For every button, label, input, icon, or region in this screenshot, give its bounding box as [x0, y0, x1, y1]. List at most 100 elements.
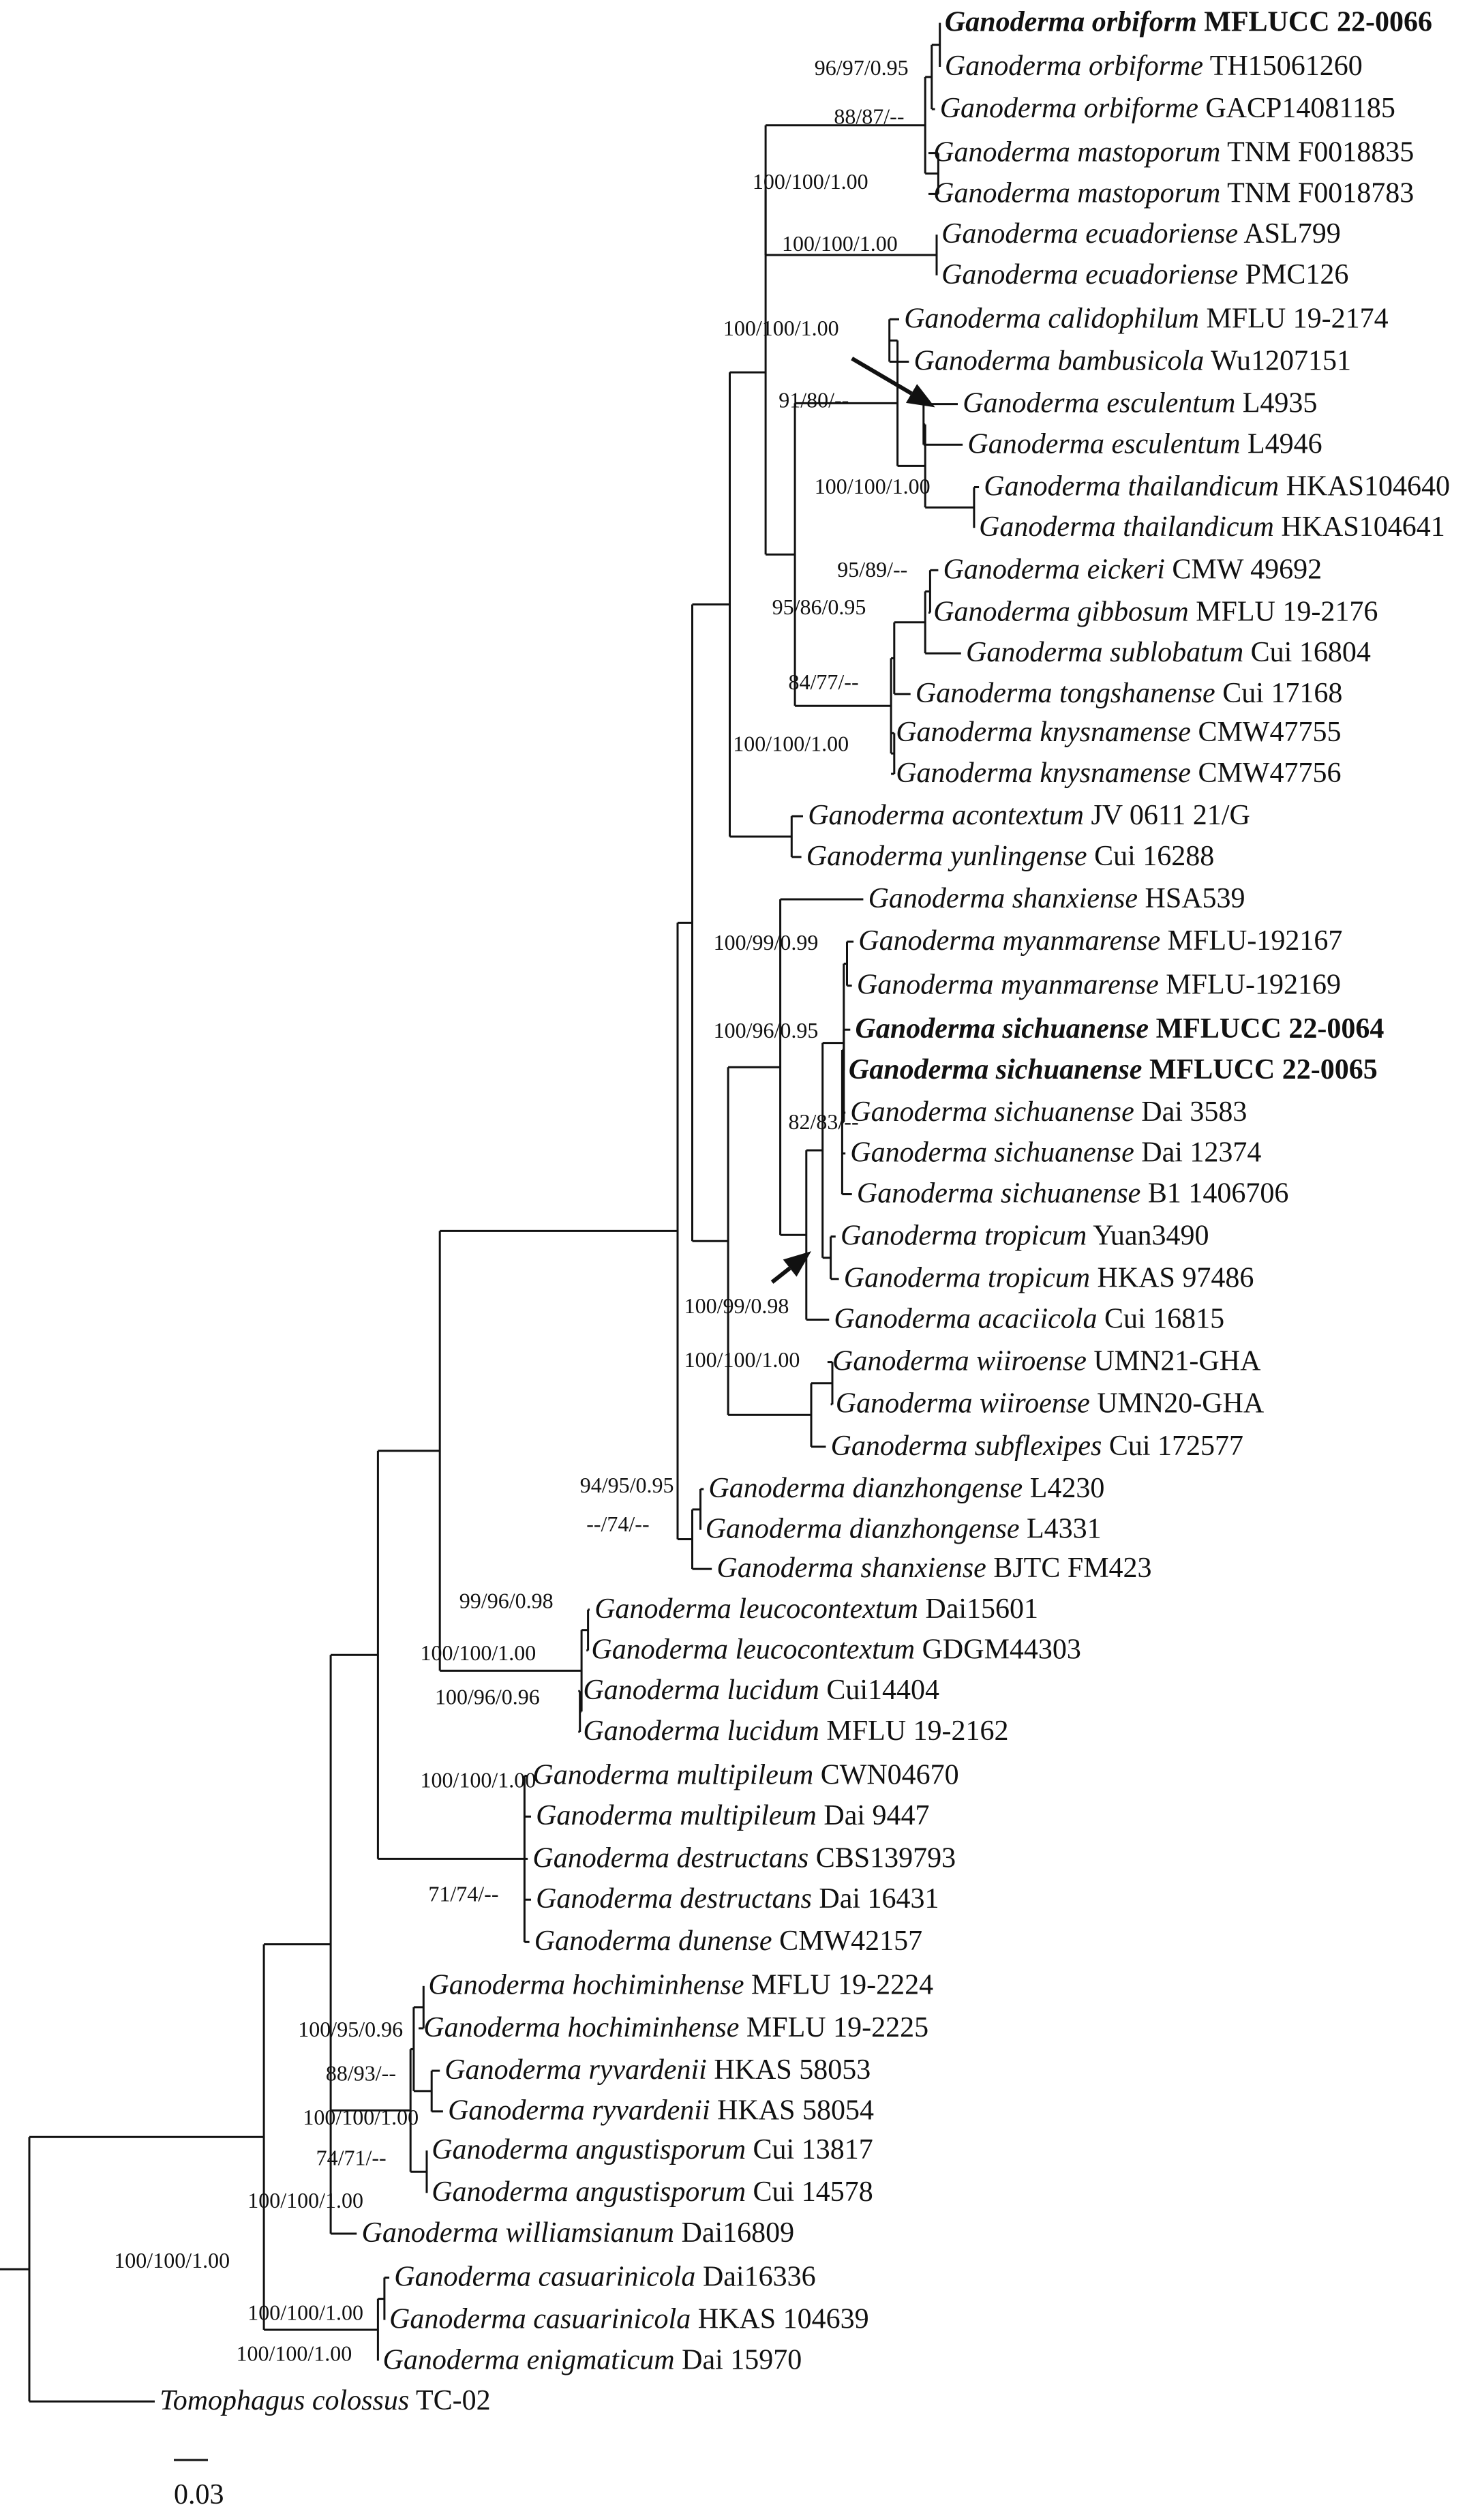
taxon-binomial: Ganoderma mastoporum — [933, 137, 1220, 168]
taxon-voucher: MFLU 19-2225 — [739, 2012, 928, 2043]
taxon-voucher: Yuan3490 — [1087, 1220, 1209, 1252]
taxon-label: Ganoderma thailandicum HKAS104641 — [979, 511, 1445, 543]
taxon-voucher: Cui 13817 — [746, 2134, 873, 2165]
taxon-label: Ganoderma esculentum L4946 — [967, 428, 1322, 460]
taxon-voucher: L4230 — [1023, 1473, 1104, 1504]
taxon-label: Ganoderma destructans CBS139793 — [532, 1842, 956, 1874]
taxon-label: Ganoderma acaciicola Cui 16815 — [834, 1303, 1224, 1334]
highlight-arrows — [770, 357, 935, 1284]
taxon-binomial: Ganoderma ryvardenii — [444, 2054, 707, 2086]
taxon-voucher: HKAS 104639 — [691, 2304, 868, 2335]
taxon-label: Ganoderma shanxiense BJTC FM423 — [716, 1552, 1151, 1584]
taxon-binomial: Ganoderma wiiroense — [836, 1388, 1090, 1420]
taxon-voucher: MFLU 19-2176 — [1189, 596, 1378, 627]
taxon-label: Ganoderma angustisporum Cui 13817 — [432, 2134, 873, 2165]
taxon-label: Ganoderma angustisporum Cui 14578 — [432, 2176, 873, 2208]
support-value: 74/71/-- — [316, 2146, 387, 2170]
taxon-label: Ganoderma subflexipes Cui 172577 — [831, 1430, 1243, 1462]
taxon-voucher: MFLU 19-2224 — [744, 1970, 933, 2001]
taxon-binomial: Ganoderma acontextum — [808, 800, 1084, 831]
taxon-voucher: Dai 15970 — [675, 2344, 802, 2375]
taxon-binomial: Ganoderma myanmarense — [857, 970, 1159, 1001]
taxon-binomial: Ganoderma gibbosum — [933, 596, 1189, 627]
taxon-voucher: Dai15601 — [918, 1593, 1038, 1625]
taxon-voucher: HSA539 — [1138, 883, 1245, 914]
support-value: 100/100/1.00 — [247, 2300, 363, 2325]
taxon-binomial: Ganoderma esculentum — [963, 388, 1235, 419]
support-value: 88/93/-- — [326, 2060, 396, 2085]
taxon-binomial: Ganoderma ecuadoriense — [941, 218, 1238, 250]
arrow-head — [783, 1251, 811, 1277]
taxon-label: Ganoderma knysnamense CMW47756 — [896, 758, 1341, 789]
taxon-label: Ganoderma sichuanense MFLUCC 22-0064 — [856, 1013, 1385, 1045]
taxon-voucher: TNM F0018783 — [1220, 177, 1414, 209]
taxon-binomial: Ganoderma sichuanense — [849, 1054, 1143, 1085]
taxon-label: Ganoderma eickeri CMW 49692 — [943, 554, 1322, 585]
taxon-label: Ganoderma ryvardenii HKAS 58053 — [444, 2054, 871, 2086]
taxon-label: Ganoderma acontextum JV 0611 21/G — [808, 800, 1250, 831]
taxon-binomial: Ganoderma dianzhongense — [706, 1514, 1020, 1545]
taxon-label: Ganoderma knysnamense CMW47755 — [896, 717, 1341, 748]
taxon-binomial: Ganoderma lucidum — [583, 1715, 819, 1747]
taxon-voucher: B1 1406706 — [1140, 1178, 1288, 1210]
taxon-label: Ganoderma hochiminhense MFLU 19-2225 — [423, 2012, 928, 2043]
taxon-voucher: PMC126 — [1238, 259, 1348, 290]
taxon-label: Ganoderma ryvardenii HKAS 58054 — [448, 2095, 874, 2127]
taxon-label: Ganoderma mastoporum TNM F0018783 — [933, 177, 1414, 209]
scale-bar: 0.03 — [174, 2459, 224, 2510]
taxon-binomial: Ganoderma subflexipes — [831, 1430, 1102, 1462]
taxon-binomial: Ganoderma knysnamense — [896, 717, 1191, 748]
taxon-binomial: Ganoderma sichuanense — [850, 1137, 1134, 1169]
support-value: 94/95/0.95 — [580, 1473, 674, 1497]
taxon-binomial: Ganoderma lucidum — [583, 1675, 819, 1706]
taxon-label: Ganoderma dianzhongense L4230 — [708, 1473, 1104, 1504]
taxon-voucher: TNM F0018835 — [1220, 137, 1414, 168]
support-value: 99/96/0.98 — [459, 1588, 554, 1612]
support-value: 100/99/0.98 — [684, 1293, 789, 1318]
taxon-label: Ganoderma ecuadoriense ASL799 — [941, 218, 1341, 250]
taxon-binomial: Ganoderma sublobatum — [966, 637, 1243, 668]
support-value: 100/100/1.00 — [723, 316, 839, 340]
taxon-labels: Ganoderma orbiform MFLUCC 22-0066Ganoder… — [160, 6, 1450, 2416]
support-value: 100/100/1.00 — [421, 1640, 536, 1665]
taxon-binomial: Ganoderma leucocontextum — [594, 1593, 918, 1625]
taxon-label: Ganoderma myanmarense MFLU-192167 — [858, 925, 1342, 957]
taxon-binomial: Ganoderma williamsianum — [362, 2217, 675, 2249]
taxon-binomial: Ganoderma orbiforme — [945, 50, 1203, 82]
support-value: 100/100/1.00 — [237, 2341, 352, 2365]
taxon-binomial: Ganoderma enigmaticum — [383, 2344, 675, 2375]
taxon-voucher: CWN04670 — [813, 1760, 959, 1791]
scale-bar-label: 0.03 — [174, 2479, 224, 2510]
taxon-label: Ganoderma sichuanense Dai 3583 — [850, 1096, 1247, 1128]
taxon-binomial: Ganoderma eickeri — [943, 554, 1165, 585]
taxon-binomial: Ganoderma acaciicola — [834, 1303, 1097, 1334]
taxon-binomial: Ganoderma thailandicum — [979, 511, 1274, 543]
taxon-voucher: GACP14081185 — [1198, 93, 1395, 124]
taxon-label: Ganoderma hochiminhense MFLU 19-2224 — [428, 1970, 933, 2001]
taxon-label: Ganoderma lucidum MFLU 19-2162 — [583, 1715, 1008, 1747]
taxon-binomial: Ganoderma ecuadoriense — [941, 259, 1238, 290]
taxon-binomial: Ganoderma esculentum — [967, 428, 1240, 460]
taxon-binomial: Ganoderma dunense — [534, 1925, 772, 1957]
taxon-voucher: Cui14404 — [819, 1675, 939, 1706]
taxon-voucher: MFLUCC 22-0065 — [1142, 1054, 1377, 1085]
support-value: 100/100/1.00 — [684, 1347, 800, 1372]
taxon-binomial: Ganoderma destructans — [536, 1883, 812, 1915]
support-value: 100/96/0.96 — [435, 1684, 540, 1709]
taxon-label: Ganoderma destructans Dai 16431 — [536, 1883, 939, 1915]
taxon-voucher: MFLUCC 22-0064 — [1149, 1013, 1384, 1045]
taxon-binomial: Ganoderma angustisporum — [432, 2176, 746, 2208]
taxon-voucher: MFLU-192169 — [1159, 970, 1341, 1001]
support-value: 95/89/-- — [837, 557, 907, 582]
taxon-voucher: Dai 9447 — [817, 1800, 930, 1831]
taxon-label: Ganoderma lucidum Cui14404 — [583, 1675, 939, 1706]
taxon-voucher: TC-02 — [409, 2385, 490, 2416]
taxon-voucher: Dai16809 — [674, 2217, 794, 2249]
taxon-label: Ganoderma williamsianum Dai16809 — [362, 2217, 795, 2249]
taxon-voucher: Dai 16431 — [812, 1883, 939, 1915]
taxon-label: Ganoderma shanxiense HSA539 — [868, 883, 1245, 914]
taxon-label: Ganoderma sublobatum Cui 16804 — [966, 637, 1371, 668]
taxon-binomial: Tomophagus colossus — [160, 2385, 409, 2416]
taxon-label: Ganoderma bambusicola Wu1207151 — [914, 345, 1352, 376]
